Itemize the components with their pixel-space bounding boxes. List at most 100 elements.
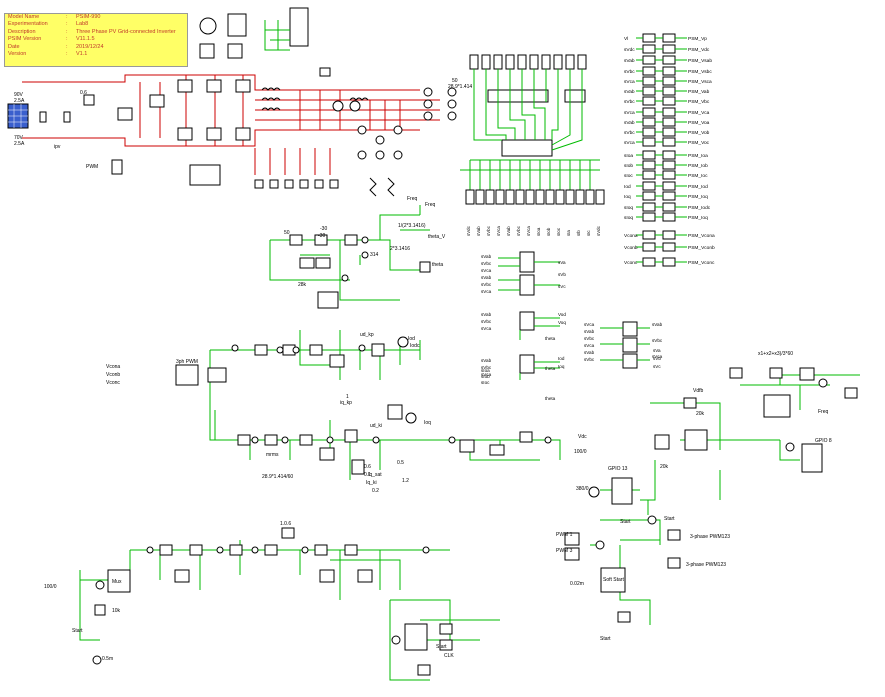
psm-gain-block — [642, 212, 656, 222]
signal-label: sIob — [481, 374, 490, 379]
right-control — [588, 367, 860, 515]
vcona-label: Vcona — [106, 364, 120, 370]
voltage-current-sensors — [254, 125, 403, 197]
transform-wires — [498, 257, 650, 380]
start-1: Start — [620, 519, 631, 525]
grid-amp: 28.9*1.414 — [448, 84, 472, 90]
freq-label-2: Freq — [425, 202, 436, 208]
pwm-block — [564, 515, 681, 625]
const-01: 0.1 — [364, 472, 371, 478]
psm-output-label: PSM_Vconc — [688, 260, 715, 266]
psm-input-label: sVbc — [624, 130, 635, 136]
svpwm-label: 3ph PWM — [176, 359, 198, 365]
psm-filter-block — [662, 127, 676, 137]
psm-gain-block — [642, 127, 656, 137]
psm-gain-block — [642, 170, 656, 180]
info-key: Date — [8, 43, 20, 50]
vconc-label: Vconc — [106, 380, 120, 386]
info-key: Model Name — [8, 14, 40, 20]
adc-channel-label: sIc — [586, 230, 591, 236]
psm-input-label: sVab — [624, 58, 635, 64]
psm-filter-block — [662, 137, 676, 147]
info-key: Version — [8, 51, 27, 58]
psm-gain-block — [642, 76, 656, 86]
signal-label: sVab — [584, 350, 595, 355]
start-3: Start — [600, 636, 611, 642]
v106-label: 1.0.6 — [280, 521, 291, 527]
theta-v: theta_V — [428, 234, 446, 240]
signal-label: sVca — [584, 343, 595, 348]
k20b-label: 20k — [660, 464, 669, 470]
adc-channel-label: sVdc — [596, 225, 601, 236]
signal-label: sVbc — [584, 357, 595, 362]
iodc-label: Iodc — [410, 343, 420, 349]
psm-input-label: Vl — [624, 36, 628, 42]
adc-channel-label: sVca — [526, 226, 531, 236]
signal-label: sVbc — [481, 282, 492, 287]
iod-label: Iod — [408, 336, 415, 342]
adc-channel-label: sVbc — [516, 225, 521, 236]
const-1: 1 — [346, 394, 349, 400]
psm-input-label: sVbc — [624, 99, 635, 105]
psm-output-label: PSM_Ioq — [688, 215, 708, 221]
signal-label: sVca — [584, 322, 595, 327]
psm-input-label: Vconc — [624, 260, 638, 266]
transform-blocks — [519, 251, 638, 374]
psm-filter-block — [662, 150, 676, 160]
signal-label: sVab — [652, 322, 663, 327]
psm-gain-block — [642, 33, 656, 43]
psm-input-label: sVbc — [624, 69, 635, 75]
iq-ki: Iq_ki — [366, 480, 377, 486]
pwm1-label: PWM 1 — [556, 532, 573, 538]
psm-output-label: PSM_Vdc — [688, 47, 710, 53]
filter-inductors — [261, 67, 457, 121]
v10k-label: 10k — [112, 608, 121, 614]
psm-output-label: PSM_Vca — [688, 110, 710, 116]
signal-label: Iod — [558, 356, 565, 361]
k20a-label: 20k — [696, 411, 705, 417]
psm-gain-block — [642, 44, 656, 54]
info-sep: : — [66, 36, 68, 43]
psm-filter-block — [662, 170, 676, 180]
psm-input-label: sIoq — [624, 205, 633, 211]
psm-output-label: PSM_Iodc — [688, 205, 711, 211]
psm-filter-block — [662, 191, 676, 201]
psm-output-label: PSM_Voc — [688, 140, 710, 146]
signal-label: sVbc — [481, 261, 492, 266]
psm-gain-block — [642, 191, 656, 201]
signal-label: sIoc — [481, 380, 490, 385]
psm-input-label: sIoa — [624, 153, 633, 159]
theta-label: theta — [432, 262, 443, 268]
signal-label: sVca — [652, 354, 663, 359]
v002-label: 0.02m — [570, 581, 584, 587]
psm-gain-block — [642, 107, 656, 117]
iq-kp: iq_kp — [340, 400, 352, 406]
info-row: PSIM Version:V11.1.5 — [5, 36, 187, 43]
info-value: PSIM-990 — [76, 14, 101, 20]
signal-label: sVab — [584, 329, 595, 334]
signal-label: sVa — [653, 348, 661, 353]
ipv-label: ipv — [54, 144, 61, 150]
psm-gain-block — [642, 257, 656, 267]
iq-sat: Iq_sat — [368, 472, 382, 478]
pwm3-label: PWM 3 — [556, 548, 573, 554]
clk-label: CLK — [444, 653, 454, 659]
psm-filter-block — [662, 230, 676, 240]
adc-channel-label: sVab — [476, 226, 481, 236]
const-12: 1.2 — [402, 478, 409, 484]
psm-gain-block — [642, 202, 656, 212]
gpio8-label: GPIO 8 — [815, 438, 832, 444]
psm-output-table — [636, 33, 687, 267]
psm-input-label: sVca — [624, 110, 635, 116]
soft-start: Soft Start — [603, 577, 624, 583]
psm-input-label: sIoc — [624, 173, 633, 179]
adc-channel-label: sVdc — [466, 225, 471, 236]
psm-gain-block — [642, 137, 656, 147]
psm-filter-block — [662, 86, 676, 96]
info-value: V1.1 — [76, 51, 88, 58]
psm-output-label: PSM_Vsab — [688, 58, 712, 64]
pll-28k: 28k — [298, 282, 307, 288]
pwm123-b: 3-phase PWM123 — [686, 562, 726, 568]
